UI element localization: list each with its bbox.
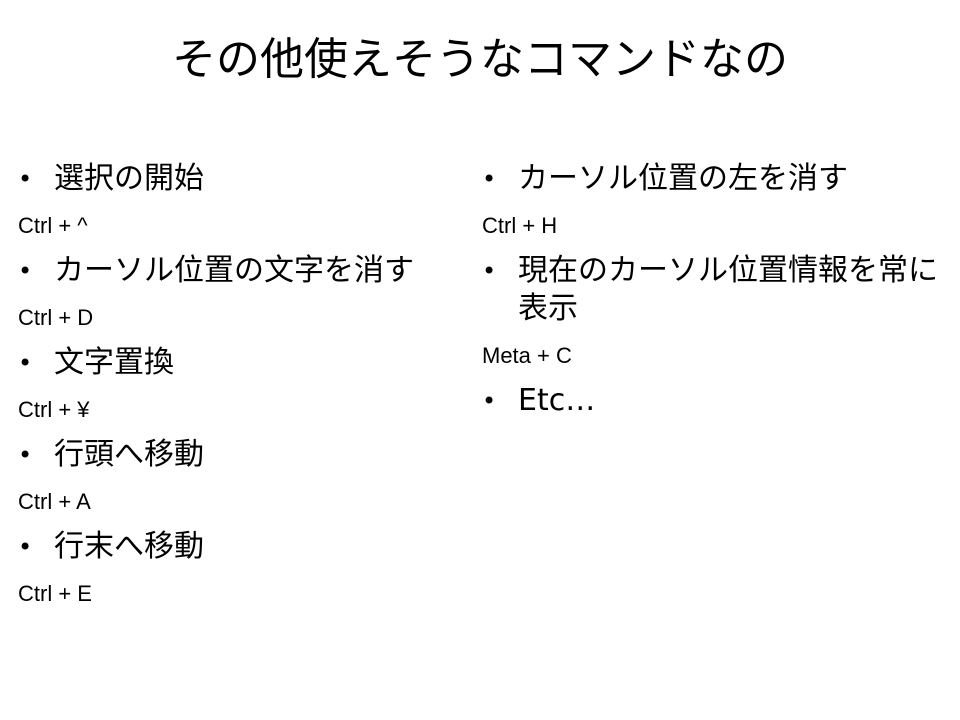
- shortcut-replace: Ctrl + ¥: [18, 397, 90, 422]
- right-column: カーソル位置の左を消す Ctrl + H 現在のカーソル位置情報を常に表示 Me…: [482, 150, 952, 420]
- bullet-label: 選択の開始: [54, 161, 204, 196]
- slide-title: その他使えそうなコマンドなの: [172, 34, 788, 85]
- bullet-label: カーソル位置の左を消す: [518, 161, 848, 196]
- bullet-replace: 文字置換: [18, 344, 488, 382]
- shortcut-select-start: Ctrl + ^: [18, 213, 88, 238]
- shortcut-delete-left: Ctrl + H: [482, 213, 558, 238]
- bullet-label: 文字置換: [54, 345, 174, 380]
- shortcut-show-position: Meta + C: [482, 343, 572, 368]
- bullet-delete-char: カーソル位置の文字を消す: [18, 252, 488, 290]
- left-column: 選択の開始 Ctrl + ^ カーソル位置の文字を消す Ctrl + D 文字置…: [18, 150, 488, 620]
- shortcut-line-start: Ctrl + A: [18, 489, 91, 514]
- shortcut-line-end: Ctrl + E: [18, 581, 92, 606]
- bullet-label: Etc…: [518, 383, 596, 418]
- bullet-label: 行頭へ移動: [54, 437, 204, 472]
- bullet-line-end: 行末へ移動: [18, 528, 488, 566]
- shortcut-delete-char: Ctrl + D: [18, 305, 94, 330]
- bullet-line-start: 行頭へ移動: [18, 436, 488, 474]
- bullet-show-position: 現在のカーソル位置情報を常に表示: [482, 252, 952, 328]
- bullet-label: 現在のカーソル位置情報を常に表示: [518, 253, 938, 326]
- bullet-delete-left: カーソル位置の左を消す: [482, 160, 952, 198]
- bullet-etc: Etc…: [482, 382, 952, 420]
- bullet-select-start: 選択の開始: [18, 160, 488, 198]
- bullet-label: カーソル位置の文字を消す: [54, 253, 414, 288]
- bullet-label: 行末へ移動: [54, 529, 204, 564]
